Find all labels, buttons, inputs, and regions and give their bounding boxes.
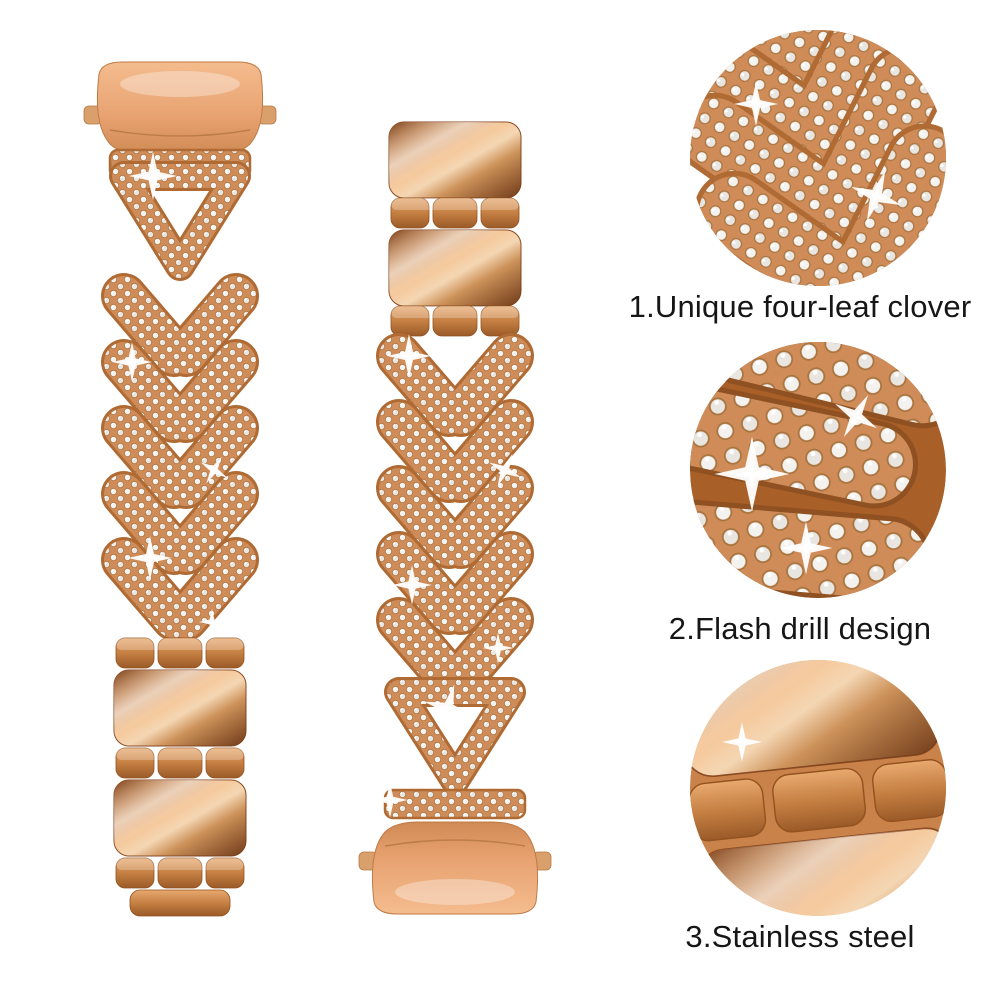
feature-caption-clover: 1.Unique four-leaf clover (628, 289, 972, 324)
strap-front-view (83, 61, 277, 917)
feature-caption-stainless-steel: 3.Stainless steel (685, 919, 915, 954)
clover-triangle-link-front (112, 164, 248, 278)
steel-links-back (388, 121, 522, 337)
detail-circle-stainless (690, 660, 946, 916)
steel-links-front (113, 637, 247, 917)
rhinestone-plate-back (383, 788, 527, 820)
detail-circle-flash-drill (690, 342, 946, 598)
detail-circle-clover (690, 30, 946, 286)
clover-triangle-link-back (387, 680, 523, 792)
strap-back-view (358, 121, 552, 915)
feature-caption-flash-drill: 2.Flash drill design (668, 611, 932, 646)
